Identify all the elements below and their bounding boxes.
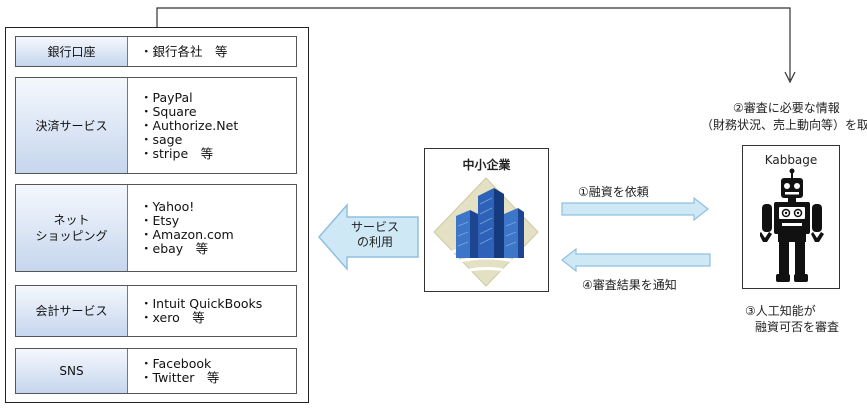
step3-detail: 融資可否を審査 (755, 320, 840, 334)
sme-title: 中小企業 (462, 158, 511, 172)
source-row-payment: 決済サービス ・PayPal ・Square ・Authorize.Net ・s… (15, 77, 297, 174)
service-use-label: サービス の利用 (350, 220, 399, 249)
step1-label: ①融資を依頼 (578, 185, 649, 199)
source-category: 会計サービス (16, 286, 128, 336)
source-items: ・PayPal ・Square ・Authorize.Net ・sage ・st… (140, 89, 239, 161)
source-row-accounting: 会計サービス ・Intuit QuickBooks ・xero 等 (15, 285, 297, 337)
source-items: ・Facebook ・Twitter 等 (140, 356, 220, 385)
request-loan-arrow (561, 197, 709, 221)
kabbage-title: Kabbage (764, 153, 818, 167)
source-items: ・銀行各社 等 (140, 43, 228, 59)
robot-icon (760, 168, 824, 282)
step4-label: ④審査結果を通知 (582, 278, 677, 292)
notify-result-arrow (561, 248, 711, 272)
source-category: ネット ショッピング (16, 185, 128, 271)
source-row-online-shopping: ネット ショッピング ・Yahoo! ・Etsy ・Amazon.com ・eb… (15, 184, 297, 272)
building-icon (433, 177, 539, 287)
source-category: 決済サービス (16, 78, 128, 173)
source-items: ・Yahoo! ・Etsy ・Amazon.com ・ebay 等 (140, 199, 234, 256)
source-category: 銀行口座 (16, 37, 128, 66)
source-items: ・Intuit QuickBooks ・xero 等 (140, 296, 263, 325)
source-category: SNS (16, 349, 128, 393)
step2-label: ②審査に必要な情報 (733, 101, 840, 115)
source-row-bank: 銀行口座 ・銀行各社 等 (15, 36, 297, 67)
service-use-arrow (318, 203, 419, 271)
step2-detail: （財務状況、売上動向等）を取得 (701, 118, 867, 132)
source-row-sns: SNS ・Facebook ・Twitter 等 (15, 348, 297, 394)
step3-label: ③人工知能が (745, 304, 816, 318)
